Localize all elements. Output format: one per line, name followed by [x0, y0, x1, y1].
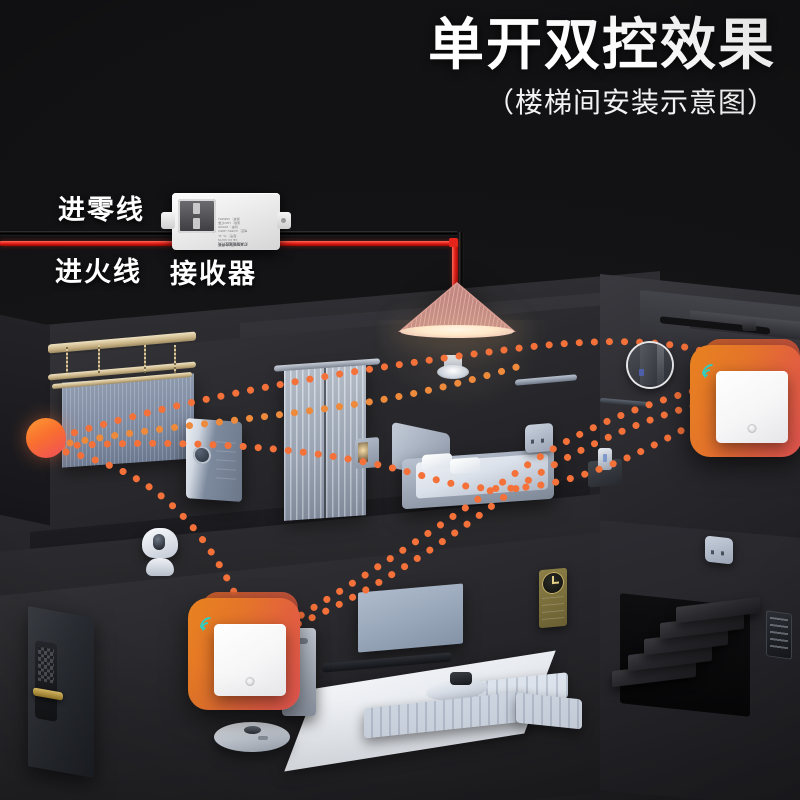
- rack-chain-3: [144, 345, 146, 373]
- receiver-spec-1: 型号：YL-1L: [218, 233, 237, 238]
- switch-upper-plate[interactable]: [716, 371, 788, 443]
- rack-chain-2: [98, 345, 100, 373]
- nightstand-device: [588, 448, 622, 488]
- robot-button: [258, 736, 268, 740]
- wall-photo-panel: [355, 436, 379, 470]
- bed-pillow-2: [450, 456, 480, 475]
- page-title: 单开双控效果: [428, 13, 776, 76]
- label-receiver: 接收器: [170, 259, 257, 289]
- bed-pillow-1: [422, 452, 452, 471]
- pendant-lamp[interactable]: [398, 282, 516, 338]
- clock-face-icon: [542, 571, 564, 595]
- lock-keypad-icon: [38, 646, 54, 684]
- wireless-switch-lower[interactable]: [188, 592, 300, 710]
- staircase: [612, 588, 772, 708]
- receiver-spec-5: 频率：433MHz: [218, 216, 240, 221]
- camera-base: [146, 558, 174, 576]
- title-block: 单开双控效果 （楼梯间安装示意图）: [428, 13, 776, 121]
- receiver-wire-label: L 火线 / N 零线: [218, 243, 241, 247]
- clock-panel-keys: [542, 596, 564, 624]
- smart-door-lock: [28, 606, 94, 778]
- wall-switch-bedside[interactable]: [525, 422, 553, 454]
- robot-vacuum: [214, 722, 290, 752]
- receiver-spec-2: 电压：AC85V~265V: [218, 229, 248, 234]
- sofa-right-segment: [516, 692, 582, 730]
- sofa-set: [348, 668, 598, 748]
- inset-door-jamb: [657, 343, 664, 387]
- lamp-shade: [398, 282, 516, 332]
- receiver-spec-4: 适用：LED灯等: [218, 220, 241, 225]
- signal-source-node[interactable]: [26, 418, 66, 458]
- wireless-switch-upper[interactable]: [690, 339, 800, 457]
- rack-chain-4: [174, 345, 176, 373]
- tv-screen: [358, 583, 463, 653]
- drying-rack: [48, 331, 196, 390]
- security-camera: [140, 528, 180, 576]
- label-neutral-wire: 进零线: [58, 195, 145, 225]
- curtain-split: [324, 367, 326, 519]
- nightstand-gadget: [598, 448, 612, 470]
- clock-wall-panel: [539, 567, 567, 629]
- washer-door: [193, 445, 211, 465]
- switch-lower-plate[interactable]: [214, 624, 286, 696]
- door-sensor-inset: [628, 343, 672, 387]
- lamp-rim-light: [400, 325, 514, 338]
- neutral-wire-drop: [459, 232, 464, 284]
- table-pot: [450, 672, 472, 685]
- receiver-mount-ear-left: [161, 212, 175, 229]
- door-sensor-icon: [639, 369, 644, 376]
- washer-vents: [216, 441, 236, 487]
- television: [358, 583, 463, 653]
- receiver-mount-ear-right: [277, 212, 291, 229]
- downlight-ring: [437, 365, 469, 379]
- inset-door-leaf: [640, 345, 657, 385]
- right-cabinet-clip: [741, 317, 757, 332]
- receiver-module[interactable]: 灯具智能遥控开关 CE FC RoHS 型号：YL-1L 电压：AC85V~26…: [161, 193, 291, 250]
- receiver-print: 灯具智能遥控开关 CE FC RoHS 型号：YL-1L 电压：AC85V~26…: [218, 196, 276, 246]
- live-wire-drop: [452, 241, 458, 286]
- washing-machine: [186, 418, 242, 502]
- camera-lens-icon: [153, 534, 165, 550]
- live-wire-elbow: [449, 238, 458, 247]
- receiver-cert-text: CE FC RoHS: [218, 237, 238, 242]
- rack-chain-1: [66, 345, 68, 373]
- ceiling-downlight: [437, 355, 469, 381]
- right-keypad-panel[interactable]: [766, 610, 792, 660]
- robot-lidar: [244, 726, 261, 734]
- wall-switch-stairs[interactable]: [705, 535, 733, 565]
- page-subtitle: （楼梯间安装示意图）: [485, 86, 776, 118]
- hanging-cloth: [62, 373, 194, 468]
- neutral-wire-right: [262, 231, 457, 236]
- receiver-terminal-block: [178, 199, 216, 233]
- label-live-wire: 进火线: [55, 257, 142, 287]
